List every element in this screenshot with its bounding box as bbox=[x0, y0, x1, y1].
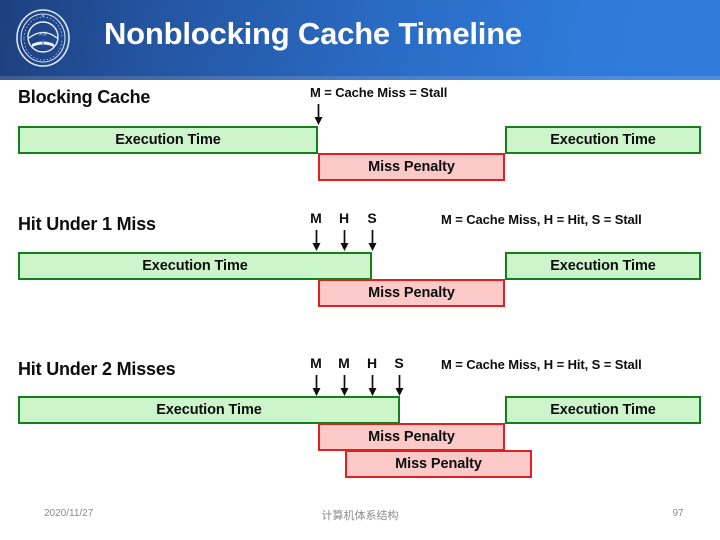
stall-arrow-s3-s bbox=[395, 375, 404, 396]
marker-letter-s2-h: H bbox=[338, 210, 350, 226]
section-title-blocking-cache: Blocking Cache bbox=[18, 87, 151, 107]
exec-bar-s2-left: Execution Time bbox=[18, 252, 372, 280]
exec-bar-s1-right: Execution Time bbox=[505, 126, 701, 154]
marker-letter-s3-s: S bbox=[394, 355, 404, 371]
miss-penalty-bar-s3-second: Miss Penalty bbox=[345, 450, 532, 478]
marker-letter-s2-s: S bbox=[367, 210, 377, 226]
miss-penalty-bar-s3-first: Miss Penalty bbox=[318, 423, 505, 451]
page-title: Nonblocking Cache Timeline bbox=[104, 16, 522, 51]
miss-arrow-s3-m2 bbox=[340, 375, 349, 396]
exec-bar-s2-right: Execution Time bbox=[505, 252, 701, 280]
miss-arrow-s1-m bbox=[314, 104, 323, 125]
marker-letter-s3-h: H bbox=[366, 355, 378, 371]
exec-bar-s3-right: Execution Time bbox=[505, 396, 701, 424]
university-seal-logo: 大学 ★ bbox=[16, 9, 70, 67]
footer-date: 2020/11/27 bbox=[44, 508, 94, 519]
svg-text:大学: 大学 bbox=[39, 30, 47, 36]
miss-arrow-s2-m bbox=[312, 230, 321, 251]
miss-penalty-bar-s1: Miss Penalty bbox=[318, 153, 505, 181]
legend-hit-under-2-misses: M = Cache Miss, H = Hit, S = Stall bbox=[441, 357, 642, 372]
section-title-hit-under-2-misses: Hit Under 2 Misses bbox=[18, 359, 176, 379]
footer-page-number: 97 bbox=[672, 508, 684, 519]
legend-blocking-cache: M = Cache Miss = Stall bbox=[310, 85, 448, 100]
legend-hit-under-1-miss: M = Cache Miss, H = Hit, S = Stall bbox=[441, 212, 642, 227]
miss-arrow-s3-m1 bbox=[312, 375, 321, 396]
footer-course-title: 计算机体系结构 bbox=[321, 509, 399, 522]
hit-arrow-s3-h bbox=[368, 375, 377, 396]
marker-letter-s2-m: M bbox=[310, 210, 322, 226]
marker-letter-s3-m1: M bbox=[310, 355, 322, 371]
hit-arrow-s2-h bbox=[340, 230, 349, 251]
section-title-hit-under-1-miss: Hit Under 1 Miss bbox=[18, 214, 156, 234]
stall-arrow-s2-s bbox=[368, 230, 377, 251]
marker-letter-s3-m2: M bbox=[338, 355, 350, 371]
exec-bar-s1-left: Execution Time bbox=[18, 126, 318, 154]
exec-bar-s3-left: Execution Time bbox=[18, 396, 400, 424]
slide-header: 大学 ★ Nonblocking Cache Timeline bbox=[0, 0, 720, 76]
svg-text:★: ★ bbox=[41, 14, 44, 18]
miss-penalty-bar-s2: Miss Penalty bbox=[318, 279, 505, 307]
header-underline bbox=[0, 76, 720, 80]
